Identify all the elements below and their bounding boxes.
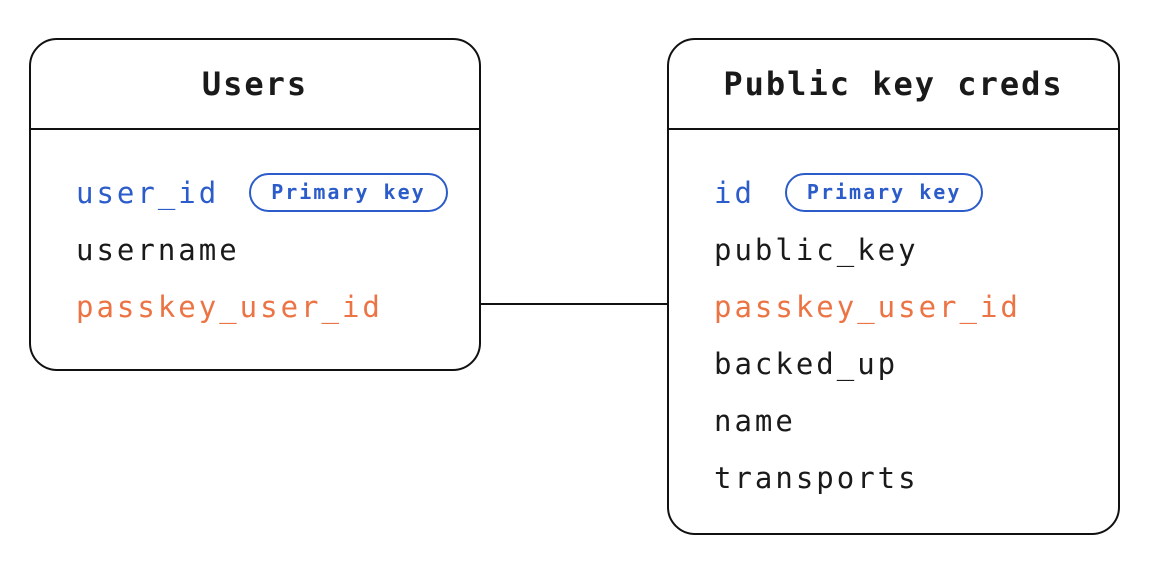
primary-key-badge: Primary key <box>249 173 448 212</box>
field-row-passkey-user-id: passkey_user_id <box>714 278 1108 335</box>
users-table-header: Users <box>31 40 479 130</box>
field-row-name: name <box>714 392 1108 449</box>
field-label-backed-up: backed_up <box>714 346 899 381</box>
public-key-creds-table-title: Public key creds <box>723 65 1064 103</box>
field-row-public-key: public_key <box>714 221 1108 278</box>
field-label-public-key: public_key <box>714 232 919 267</box>
users-table-body: user_id Primary key username passkey_use… <box>31 130 479 335</box>
field-label-passkey-user-id: passkey_user_id <box>76 289 383 324</box>
public-key-creds-table-body: id Primary key public_key passkey_user_i… <box>669 130 1118 506</box>
field-row-id: id Primary key <box>714 164 1108 221</box>
public-key-creds-table: Public key creds id Primary key public_k… <box>667 38 1120 535</box>
field-row-backed-up: backed_up <box>714 335 1108 392</box>
users-table-title: Users <box>201 65 309 103</box>
field-row-transports: transports <box>714 449 1108 506</box>
field-label-id: id <box>714 175 755 210</box>
public-key-creds-table-header: Public key creds <box>669 40 1118 130</box>
field-row-user-id: user_id Primary key <box>76 164 469 221</box>
field-row-username: username <box>76 221 469 278</box>
field-label-passkey-user-id: passkey_user_id <box>714 289 1021 324</box>
field-label-name: name <box>714 403 796 438</box>
users-table: Users user_id Primary key username passk… <box>29 38 481 371</box>
relationship-line <box>481 303 667 305</box>
field-row-passkey-user-id: passkey_user_id <box>76 278 469 335</box>
field-label-user-id: user_id <box>76 175 220 210</box>
primary-key-badge: Primary key <box>784 173 984 212</box>
field-label-transports: transports <box>714 460 919 495</box>
field-label-username: username <box>76 232 240 267</box>
